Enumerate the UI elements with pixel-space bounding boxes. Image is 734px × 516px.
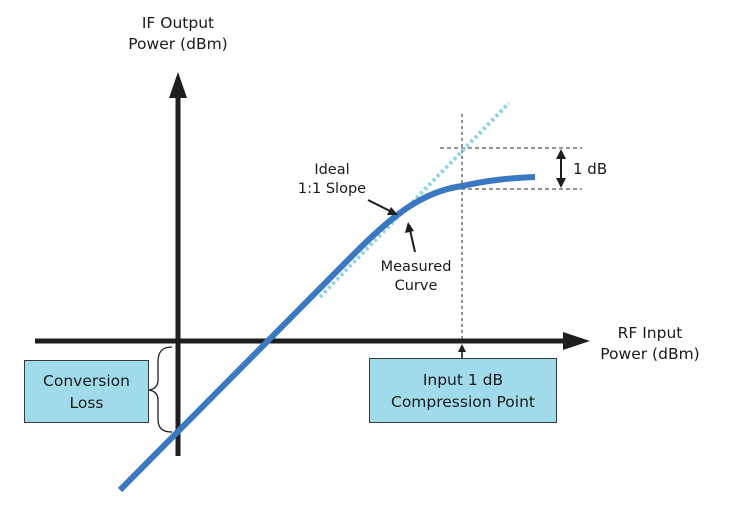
x-axis-label-line2: Power (dBm): [600, 345, 700, 363]
compression-point-pointer-head: [458, 344, 466, 352]
ideal-slope-label: Ideal 1:1 Slope: [282, 161, 382, 199]
one-db-arrowhead-down: [556, 178, 566, 188]
measured-curve-label-line1: Measured: [380, 259, 452, 275]
compression-point-box: Input 1 dB Compression Point: [369, 358, 557, 423]
x-axis-label: RF Input Power (dBm): [590, 323, 710, 365]
conversion-loss-line1: Conversion: [43, 371, 130, 390]
y-axis-label: IF Output Power (dBm): [118, 13, 238, 55]
one-db-arrowhead-up: [556, 149, 566, 159]
y-axis-arrowhead: [169, 72, 187, 98]
ideal-pointer-arrow: [367, 199, 393, 213]
compression-point-line1: Input 1 dB: [422, 370, 504, 389]
measured-pointer-arrowhead: [405, 222, 414, 233]
one-db-label: 1 dB: [573, 159, 607, 180]
conversion-loss-box: Conversion Loss: [24, 360, 149, 423]
measured-curve-label-line2: Curve: [394, 278, 438, 294]
x-axis-arrowhead: [563, 332, 590, 350]
ideal-slope-label-line2: 1:1 Slope: [297, 181, 367, 197]
ideal-slope-label-line1: Ideal: [314, 162, 350, 178]
x-axis-label-line1: RF Input: [617, 324, 683, 342]
compression-point-line2: Compression Point: [391, 392, 535, 411]
conversion-loss-line2: Loss: [69, 393, 104, 412]
measured-pointer-arrow: [409, 229, 416, 253]
measured-curve: [117, 174, 536, 493]
y-axis-label-line1: IF Output: [141, 14, 215, 32]
one-db-label-text: 1 dB: [573, 160, 608, 178]
conversion-loss-brace: [148, 346, 173, 433]
measured-curve-label: Measured Curve: [366, 258, 466, 296]
y-axis-label-line2: Power (dBm): [128, 35, 228, 53]
ideal-pointer-arrowhead: [387, 207, 398, 215]
